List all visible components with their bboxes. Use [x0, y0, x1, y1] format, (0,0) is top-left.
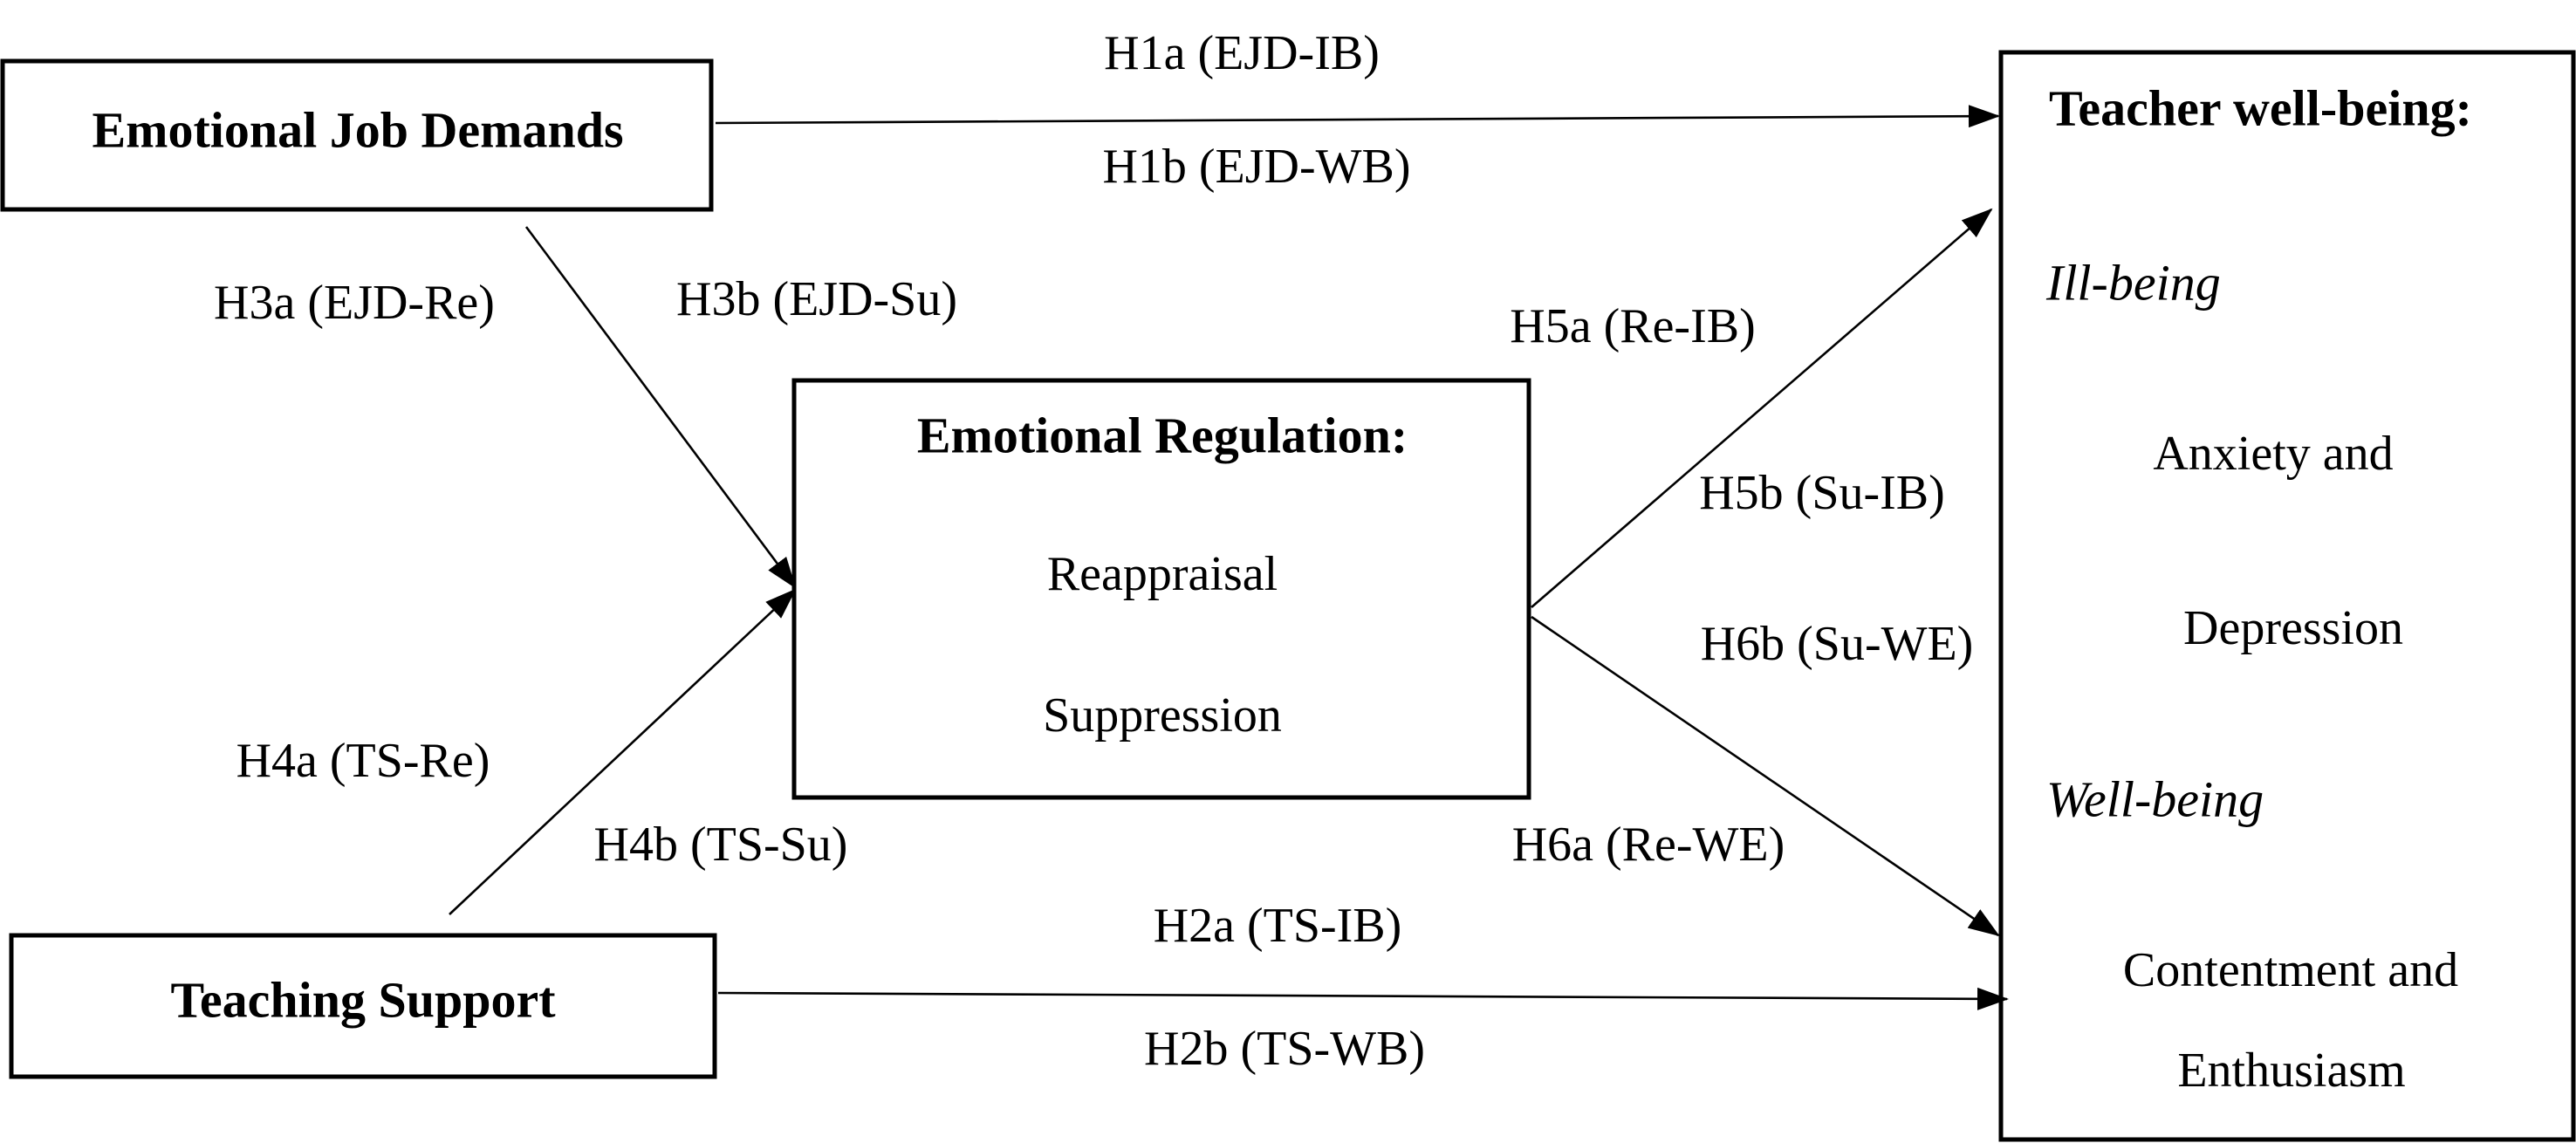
label-h3b: H3b (EJD-Su) — [676, 272, 957, 326]
arrow-regulation-to-ill-being — [1531, 208, 1993, 608]
suppression-label: Suppression — [1043, 688, 1282, 743]
teaching-support-title: Teaching Support — [170, 971, 556, 1028]
depression-label: Depression — [2183, 601, 2403, 655]
ill-being-heading: Ill-being — [2045, 254, 2221, 311]
arrow-ejd-to-regulation — [524, 226, 797, 589]
well-being-heading: Well-being — [2046, 770, 2264, 827]
label-h6a: H6a (Re-WE) — [1512, 818, 1785, 872]
label-h6b: H6b (Su-WE) — [1701, 617, 1974, 671]
emotional-regulation-box: Emotional Regulation: Reappraisal Suppre… — [791, 378, 1531, 800]
arrow-regulation-to-well-being — [1531, 615, 2000, 937]
arrow-ts-to-well-being — [717, 987, 2009, 1010]
emotional-regulation-title: Emotional Regulation: — [917, 407, 1408, 463]
contentment-label: Contentment and — [2123, 943, 2458, 997]
teacher-well-being-box: Teacher well-being: Ill-being Anxiety an… — [1998, 50, 2576, 1142]
label-h1a: H1a (EJD-IB) — [1104, 26, 1380, 80]
enthusiasm-label: Enthusiasm — [2177, 1044, 2405, 1098]
label-h4a: H4a (TS-Re) — [236, 734, 490, 788]
emotional-job-demands-box: Emotional Job Demands — [0, 58, 714, 212]
teaching-support-box: Teaching Support — [9, 933, 717, 1079]
arrow-ejd-to-well-being — [715, 105, 2000, 128]
teacher-well-being-title: Teacher well-being: — [2049, 79, 2472, 136]
label-h2a: H2a (TS-IB) — [1154, 899, 1402, 953]
emotional-job-demands-title: Emotional Job Demands — [92, 101, 623, 158]
label-h4b: H4b (TS-Su) — [594, 818, 848, 872]
label-h3a: H3a (EJD-Re) — [214, 276, 495, 330]
label-h2b: H2b (TS-WB) — [1144, 1022, 1425, 1076]
arrow-ts-to-regulation — [449, 588, 797, 915]
label-h5a: H5a (Re-IB) — [1510, 299, 1755, 353]
reappraisal-label: Reappraisal — [1047, 547, 1278, 601]
anxiety-label: Anxiety and — [2153, 427, 2393, 481]
label-h5b: H5b (Su-IB) — [1699, 466, 1945, 520]
label-h1b: H1b (EJD-WB) — [1102, 140, 1410, 194]
